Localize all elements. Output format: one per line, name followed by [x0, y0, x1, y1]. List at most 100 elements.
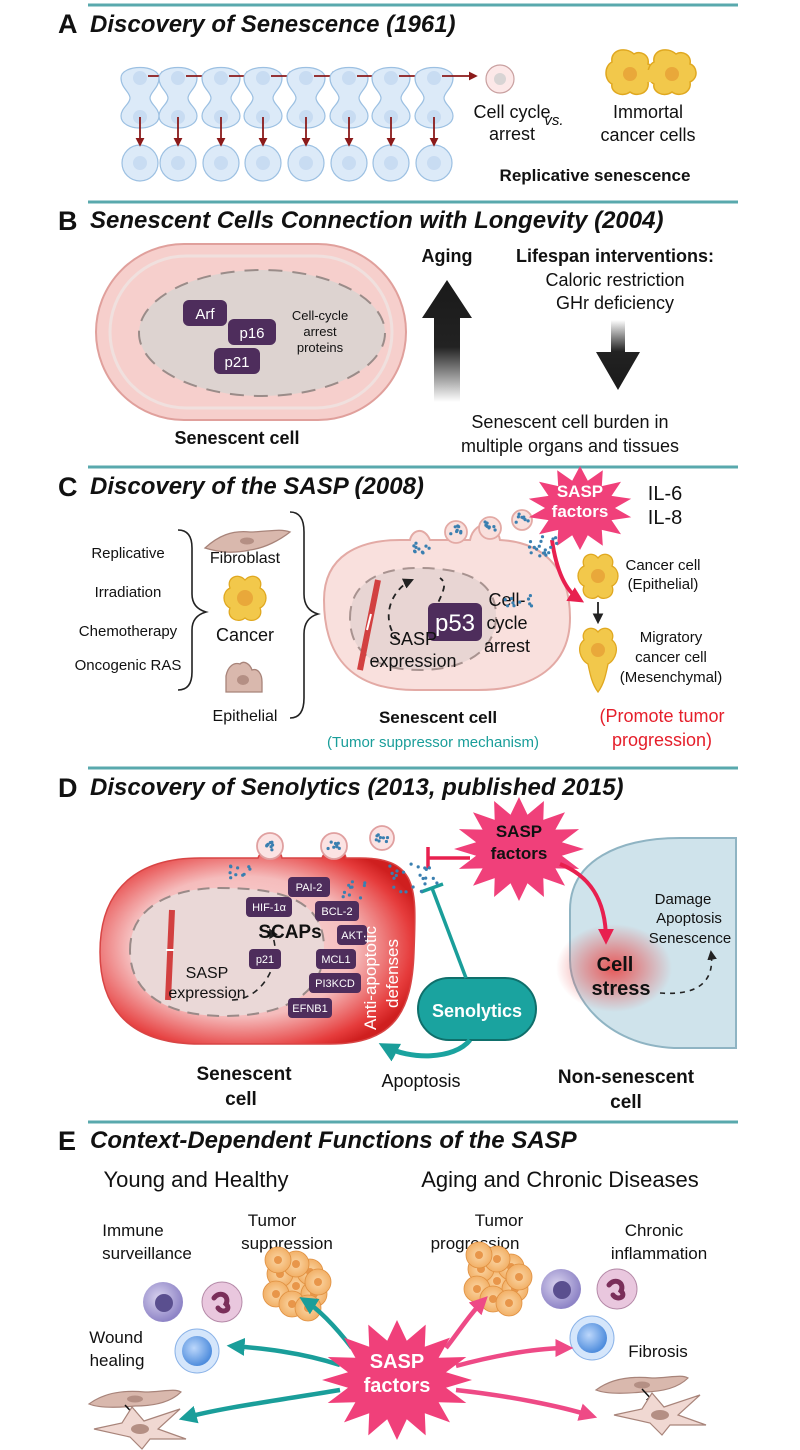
- sasp-expression-d-line2: expression: [168, 985, 245, 1002]
- senolytics-inhibit-bar: [420, 882, 444, 894]
- arrest-label-line1: Cell cycle: [473, 102, 550, 122]
- cell-type-epithelial: Epithelial: [213, 708, 278, 725]
- intervention-ghr: GHr deficiency: [556, 293, 674, 313]
- senolytics-inhibit-line: [430, 887, 468, 979]
- cell-cycle-arrest-c-line1: Cell-: [488, 590, 525, 610]
- cell-stress-line1: Cell: [597, 954, 634, 976]
- senescent-cell-label-b: Senescent cell: [174, 428, 299, 448]
- sasp-expression-c-line2: expression: [369, 651, 456, 671]
- sasp-particles: [449, 524, 463, 536]
- granulocyte-left: [201, 1281, 243, 1323]
- cell-stress-line2: stress: [592, 978, 651, 1000]
- aging-up-arrow: [422, 280, 472, 402]
- blue-cell-right: [569, 1315, 615, 1361]
- senescent-label-d-line2: cell: [225, 1089, 257, 1110]
- inducer-chemotherapy: Chemotherapy: [79, 623, 178, 640]
- cell-type-cancer: Cancer: [216, 625, 274, 645]
- arrow-to-wound: [178, 1387, 341, 1424]
- svg-text:EFNB1: EFNB1: [292, 1003, 327, 1015]
- senolytics-button[interactable]: Senolytics: [417, 977, 537, 1041]
- section-d: D Discovery of Senolytics (2013, publish…: [58, 766, 738, 1113]
- expression-arc-d: [231, 928, 278, 1001]
- section-b-letter: B: [58, 206, 78, 236]
- immune-surveillance-line2: surveillance: [102, 1244, 192, 1263]
- sasp-particles: [412, 541, 431, 555]
- arrested-cell-nucleus: [494, 73, 506, 85]
- anti-apoptotic-line2: defenses: [383, 939, 402, 1008]
- svg-text:SASP: SASP: [557, 482, 603, 501]
- svg-text:PAI-2: PAI-2: [296, 882, 323, 894]
- cancer-cell-label-line1: Cancer cell: [625, 557, 700, 574]
- fibrosis-label: Fibrosis: [628, 1342, 688, 1361]
- non-senescent-cell: [556, 837, 737, 1049]
- svg-text:p16: p16: [239, 325, 264, 342]
- anti-apoptotic-line1: Anti-apoptotic: [361, 926, 380, 1030]
- sasp-particles: [514, 512, 530, 524]
- sasp-particles: [326, 840, 341, 851]
- aging-label: Aging: [422, 246, 473, 266]
- sasp-particles: [374, 833, 390, 844]
- scap-protein-p21: p21: [249, 949, 281, 969]
- il8-label: IL-8: [648, 507, 682, 529]
- aging-chronic-label: Aging and Chronic Diseases: [421, 1167, 699, 1192]
- chromosome-icon-c: [357, 579, 381, 671]
- arrow-to-immune: [226, 1337, 341, 1368]
- arrest-proteins-line3: proteins: [297, 340, 344, 355]
- sasp-particles: [388, 862, 439, 894]
- activated-fibroblast-right: [613, 1391, 707, 1436]
- svg-text:Senolytics: Senolytics: [432, 1001, 522, 1021]
- sasp-particles: [483, 520, 497, 532]
- svg-text:SASP: SASP: [370, 1351, 424, 1373]
- vs-label: vs.: [544, 112, 563, 129]
- immortal-cancer-cells-icon: [605, 49, 697, 96]
- svg-text:factors: factors: [552, 502, 609, 521]
- svg-text:p53: p53: [435, 610, 475, 637]
- activated-fibroblast-left: [93, 1405, 187, 1450]
- p53-feedback-arc: [429, 577, 445, 623]
- promote-tumor-line1: (Promote tumor: [599, 706, 724, 726]
- tumor-mass-right: [463, 1241, 533, 1317]
- sasp-burst-c: SASP factors: [528, 466, 632, 550]
- section-c-letter: C: [58, 472, 78, 502]
- wound-healing-line1: Wound: [89, 1328, 143, 1347]
- scap-protein-efnb1: EFNB1: [288, 998, 332, 1018]
- cell-type-brace: [289, 511, 321, 719]
- cell-cycle-arrest-c-line2: cycle: [486, 613, 527, 633]
- section-c-title: Discovery of the SASP (2008): [90, 473, 424, 500]
- cancer-cell-label-line2: (Epithelial): [628, 576, 699, 593]
- young-healthy-label: Young and Healthy: [103, 1167, 288, 1192]
- migratory-label-line1: Migratory: [640, 629, 703, 646]
- arrest-label-line2: arrest: [489, 124, 535, 144]
- migratory-cancer-cell-icon: [578, 627, 618, 694]
- scaps-label: SCAPs: [258, 922, 321, 943]
- promote-tumor-line2: progression): [612, 730, 712, 750]
- section-d-title: Discovery of Senolytics (2013, published…: [90, 774, 624, 801]
- arrest-proteins-line1: Cell-cycle: [292, 308, 348, 323]
- senescent-cell-label-c: Senescent cell: [379, 708, 497, 727]
- expression-arc-c: [387, 578, 414, 641]
- immune-cell-left: [143, 1282, 183, 1322]
- arrest-proteins-line2: arrest: [303, 324, 337, 339]
- section-a-letter: A: [58, 9, 78, 39]
- section-a-title: Discovery of Senescence (1961): [90, 11, 456, 38]
- sasp-particles: [265, 840, 275, 852]
- svg-text:factors: factors: [364, 1375, 431, 1397]
- section-e-letter: E: [58, 1126, 76, 1156]
- immune-surveillance-line1: Immune: [102, 1221, 163, 1240]
- dividing-cell-column: [371, 67, 426, 182]
- non-senescent-label-line2: cell: [610, 1092, 642, 1113]
- granulocyte-right: [596, 1268, 638, 1310]
- tumor-mass-left: [262, 1246, 332, 1322]
- inducer-brace: [177, 529, 209, 691]
- immune-cell-right: [541, 1269, 581, 1309]
- cell-type-fibroblast: Fibroblast: [210, 550, 281, 567]
- dividing-cell-column: [120, 67, 170, 182]
- non-senescent-label-line1: Non-senescent: [558, 1067, 695, 1088]
- senescent-label-d-line1: Senescent: [196, 1064, 292, 1085]
- fibroblast-icon: [203, 529, 292, 553]
- cell-cycle-arrest-c-line3: arrest: [484, 636, 530, 656]
- section-b-title: Senescent Cells Connection with Longevit…: [90, 207, 663, 234]
- outcome-apoptosis: Apoptosis: [656, 910, 722, 927]
- intervention-caloric: Caloric restriction: [545, 270, 684, 290]
- sasp-particles: [341, 880, 367, 900]
